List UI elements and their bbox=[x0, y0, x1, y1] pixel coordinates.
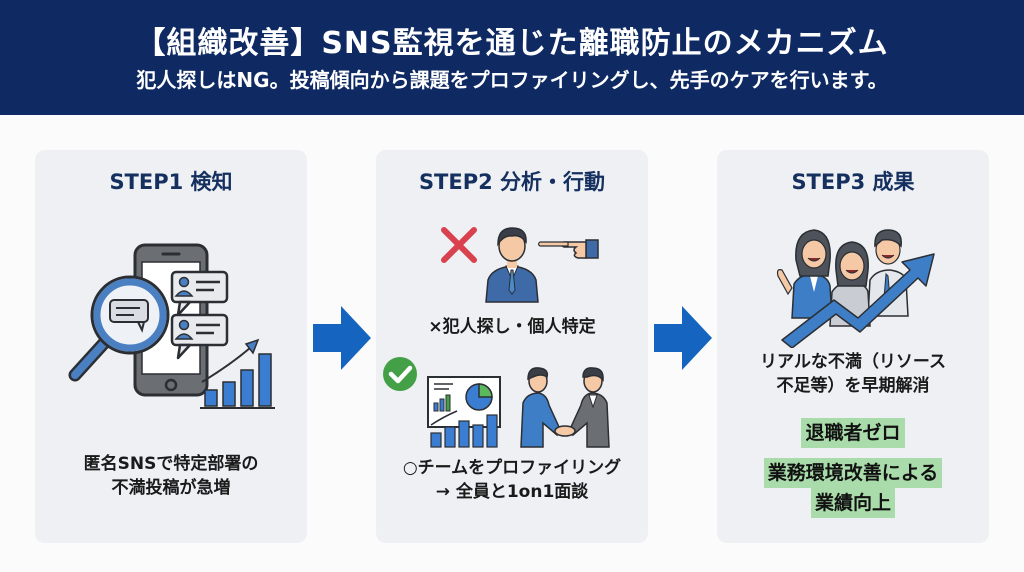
page-title: 【組織改善】SNS監視を通じた離職防止のメカニズム bbox=[135, 25, 889, 61]
step1-title: STEP1 検知 bbox=[109, 170, 233, 194]
step3-card: STEP3 成果 リアルな不満（リソース 不足等）を早期 bbox=[717, 150, 989, 543]
cross-icon bbox=[441, 227, 477, 263]
step1-description: 匿名SNSで特定部署の 不満投稿が急増 bbox=[83, 454, 259, 498]
magnifier-icon bbox=[68, 275, 170, 382]
step2-card: STEP2 分析・行動 ×犯人探し・個人特定 bbox=[376, 150, 648, 543]
result-retention-zero: 退職者ゼロ bbox=[717, 418, 989, 448]
rising-arrow-icon bbox=[781, 253, 935, 348]
arrow-right-icon bbox=[654, 306, 712, 370]
result-performance-up: 業務環境改善による 業績向上 bbox=[717, 458, 989, 518]
header-banner: 【組織改善】SNS監視を通じた離職防止のメカニズム 犯人探しはNG。投稿傾向から… bbox=[0, 0, 1024, 115]
check-icon bbox=[383, 357, 417, 391]
chat-bubble-icon bbox=[170, 313, 229, 360]
step3-description: リアルな不満（リソース 不足等）を早期解消 bbox=[760, 352, 946, 396]
arrow-right-icon bbox=[313, 306, 371, 370]
step3-title: STEP3 成果 bbox=[791, 170, 915, 194]
pointing-hand-icon bbox=[537, 239, 599, 259]
step2-ng-text: ×犯人探し・個人特定 bbox=[428, 317, 596, 337]
magnifier-phone-chat-icon bbox=[68, 243, 275, 409]
happy-team-rising-arrow-icon bbox=[776, 229, 935, 348]
ok-illustration bbox=[383, 357, 610, 448]
step2-ok-text: ○チームをプロファイリング → 全員と1on1面談 bbox=[402, 458, 622, 502]
handshake-icon bbox=[520, 367, 610, 448]
ng-illustration bbox=[441, 227, 599, 303]
chat-bubble-icon bbox=[170, 270, 229, 317]
analytics-dashboard-icon bbox=[427, 376, 501, 448]
step2-title: STEP2 分析・行動 bbox=[418, 170, 606, 194]
page-subtitle: 犯人探しはNG。投稿傾向から課題をプロファイリングし、先手のケアを行います。 bbox=[136, 67, 888, 92]
step1-card: STEP1 検知 bbox=[35, 150, 307, 543]
person-icon bbox=[485, 227, 539, 303]
bar-chart-growth-icon bbox=[200, 338, 275, 409]
